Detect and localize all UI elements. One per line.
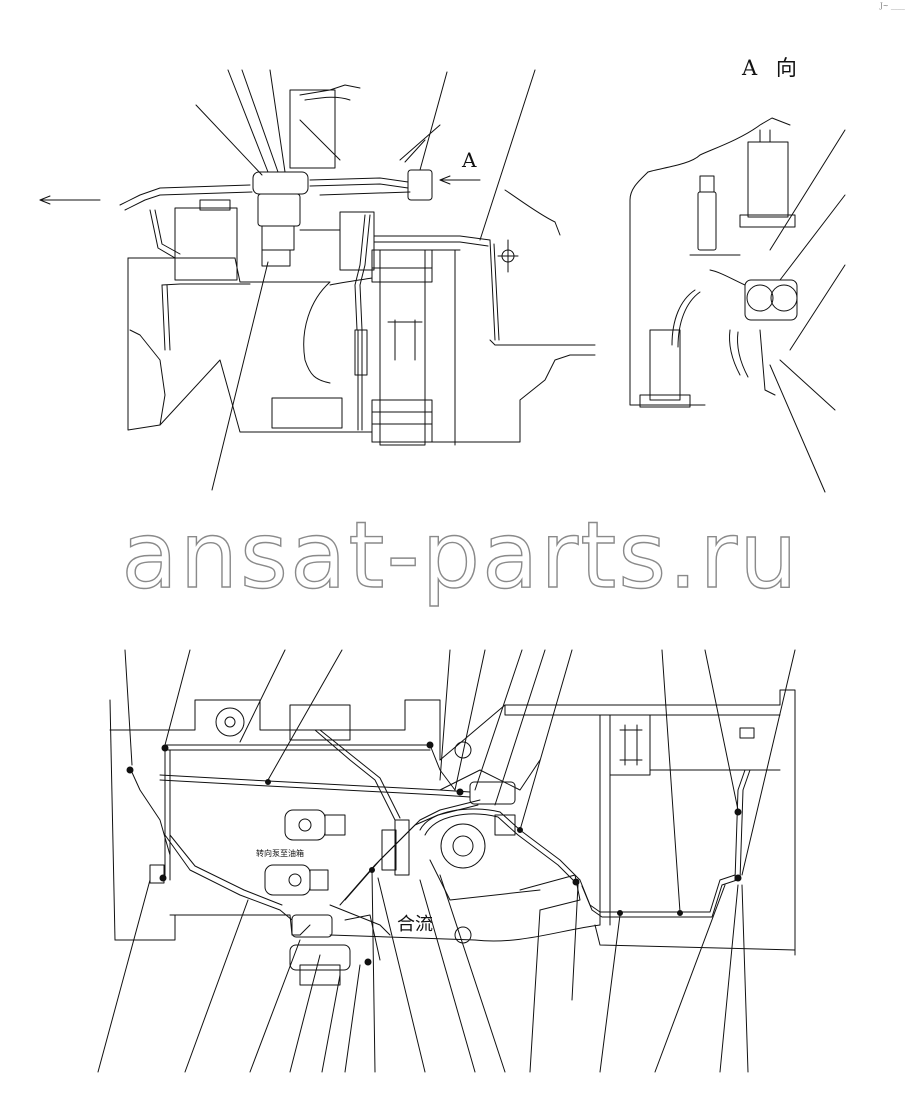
pump-note-label: 转向泵至油箱 <box>256 849 304 858</box>
arrow-a-label: A <box>462 148 477 172</box>
watermark-text: ansat-parts.ru <box>121 502 800 609</box>
top-main-view <box>39 69 596 491</box>
bottom-main-view <box>97 649 796 1073</box>
detail-view-a <box>629 117 846 493</box>
junction-label: 合流 <box>397 914 433 935</box>
corner-mark: J~ ____ <box>880 2 905 10</box>
view-a-label: A 向 <box>742 56 803 80</box>
